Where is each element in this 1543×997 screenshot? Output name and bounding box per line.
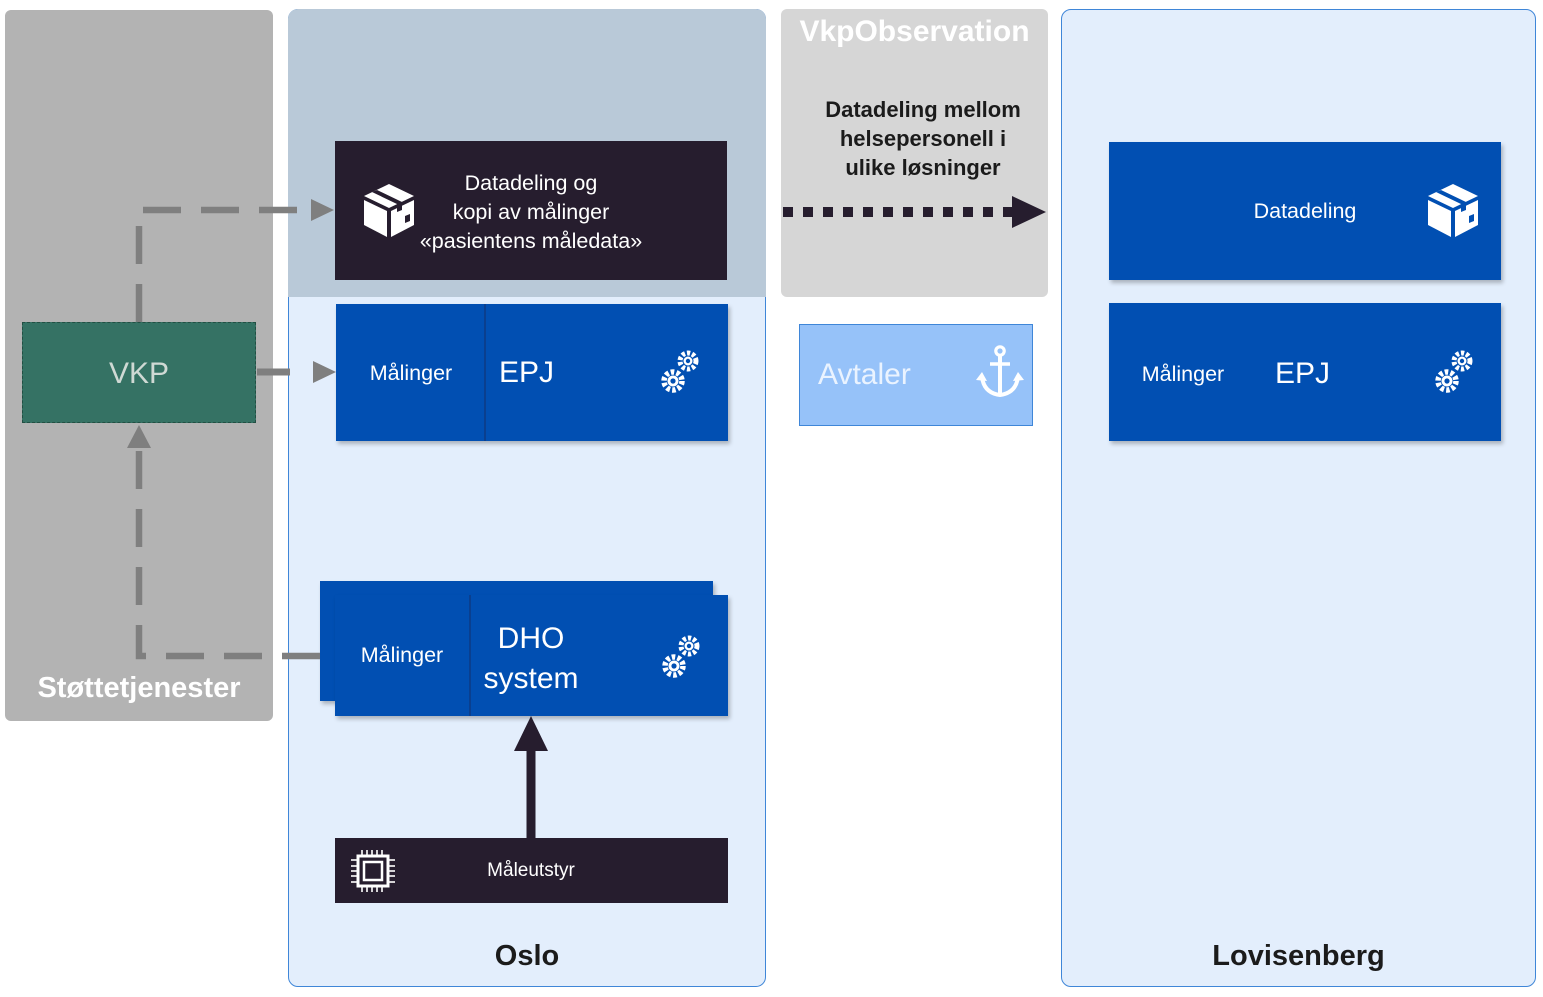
observation-description-line: Datadeling mellom bbox=[825, 97, 1021, 122]
vkp-observation-title: VkpObservation bbox=[799, 15, 1030, 48]
device-to-dho-arrowhead bbox=[514, 716, 548, 751]
oslo-datadeling-line: Datadeling og bbox=[464, 171, 598, 195]
box-icon bbox=[364, 184, 414, 237]
gears-icon bbox=[662, 635, 700, 678]
avtaler-box[interactable]: Avtaler bbox=[799, 324, 1033, 426]
dho-to-vkp-connector bbox=[135, 446, 320, 660]
oslo-epj-name: EPJ bbox=[499, 356, 555, 389]
oslo-dho-name: DHO system bbox=[466, 619, 596, 699]
lovisenberg-epj-box[interactable]: Målinger EPJ bbox=[1109, 303, 1501, 441]
support-services-title: Støttetjenester bbox=[37, 672, 241, 704]
vkp-to-epj-arrowhead bbox=[313, 361, 336, 383]
oslo-dho-box[interactable]: Målinger DHO system bbox=[335, 595, 728, 716]
oslo-epj-measurements-label: Målinger bbox=[369, 361, 453, 385]
anchor-icon bbox=[976, 345, 1024, 398]
oslo-datadeling-box[interactable]: Datadeling og kopi av målinger «pasiente… bbox=[335, 141, 727, 280]
oslo-dho-measurements-label: Målinger bbox=[360, 643, 444, 667]
observation-description-line: helsepersonell i bbox=[839, 126, 1007, 151]
lovisenberg-title: Lovisenberg bbox=[1212, 940, 1385, 972]
oslo-datadeling-line: «pasientens måledata» bbox=[419, 229, 643, 253]
oslo-title: Oslo bbox=[494, 940, 560, 972]
lovisenberg-datadeling-box[interactable]: Datadeling bbox=[1109, 142, 1501, 280]
gears-icon bbox=[661, 350, 699, 393]
oslo-datadeling-label: Datadeling og kopi av målinger «pasiente… bbox=[395, 169, 667, 256]
epj-divider bbox=[484, 304, 486, 441]
lovisenberg-epj-measurements-label: Målinger bbox=[1141, 362, 1225, 386]
box-icon bbox=[1428, 184, 1478, 237]
measurement-device-label: Måleutstyr bbox=[487, 860, 575, 881]
vkp-label: VKP bbox=[108, 357, 170, 390]
dho-to-vkp-arrowhead bbox=[127, 425, 151, 448]
oslo-dho-name-line: system bbox=[483, 662, 579, 695]
oslo-datadeling-line: kopi av målinger bbox=[452, 200, 610, 224]
observation-arrowhead bbox=[1012, 196, 1046, 228]
avtaler-label: Avtaler bbox=[818, 358, 911, 391]
vkp-box[interactable]: VKP bbox=[22, 322, 256, 423]
lovisenberg-datadeling-label: Datadeling bbox=[1253, 199, 1357, 223]
dho-divider bbox=[469, 595, 471, 716]
lovisenberg-epj-name: EPJ bbox=[1275, 357, 1331, 390]
oslo-measurement-device-box[interactable]: Måleutstyr bbox=[335, 838, 728, 903]
oslo-epj-box[interactable]: Målinger EPJ bbox=[336, 304, 728, 441]
observation-description: Datadeling mellom helsepersonell i ulike… bbox=[781, 95, 1065, 182]
oslo-dho-name-line: DHO bbox=[497, 622, 565, 655]
vkp-to-datadeling-connector bbox=[135, 206, 312, 322]
chip-icon bbox=[351, 850, 395, 892]
observation-description-line: ulike løsninger bbox=[845, 155, 1001, 180]
vkp-to-datadeling-arrowhead bbox=[311, 199, 334, 221]
gears-icon bbox=[1435, 350, 1473, 393]
vkp-observation-area bbox=[781, 9, 1048, 297]
